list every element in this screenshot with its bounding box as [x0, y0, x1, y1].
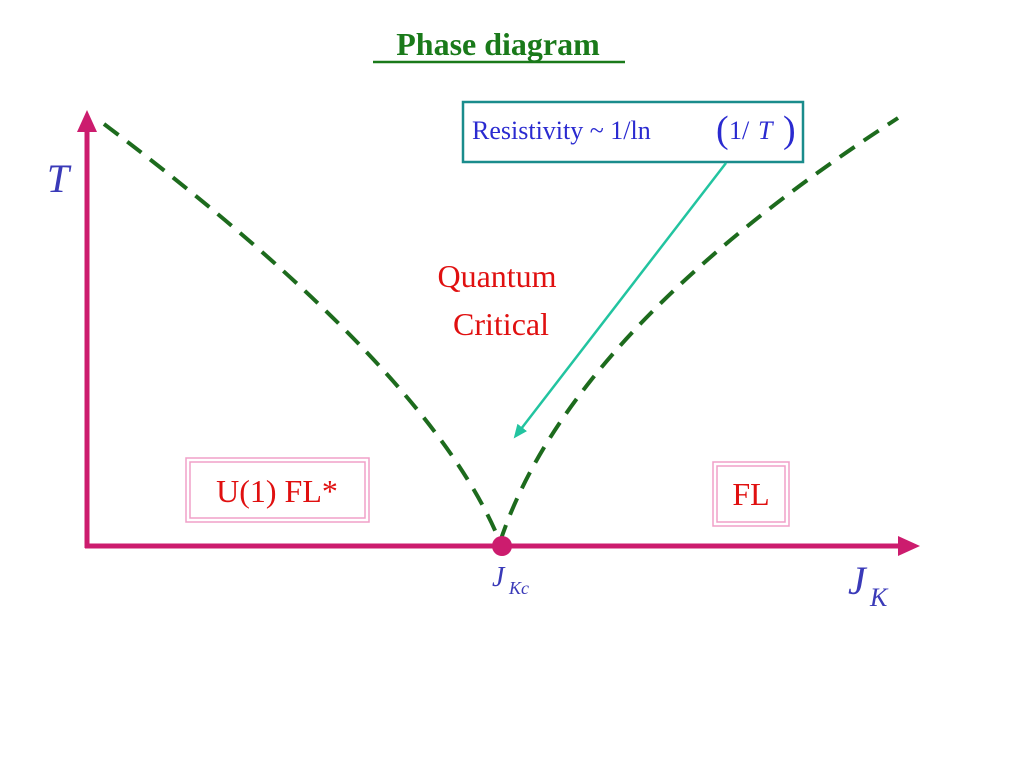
callout-arrow — [513, 162, 727, 439]
quantum-critical-line1: Quantum — [437, 258, 556, 294]
formula-open-paren: ( — [716, 109, 729, 151]
left-phase-box: U(1) FL* — [185, 457, 370, 523]
critical-label-main: J — [492, 562, 506, 593]
x-axis-label-main: J — [848, 558, 868, 603]
page-title: Phase diagram — [396, 26, 600, 62]
formula-prefix: Resistivity ~ 1/ln — [472, 116, 651, 145]
callout-box — [461, 100, 805, 164]
x-axis-label: J K — [848, 558, 889, 612]
left-phase-label: U(1) FL* — [216, 473, 338, 509]
y-axis-arrowhead — [77, 110, 97, 132]
critical-point — [492, 536, 512, 556]
critical-coupling-label: J Kc — [492, 562, 529, 598]
x-axis-label-sub: K — [869, 583, 889, 612]
resistivity-callout: Resistivity ~ 1/ln ( 1/ T ) — [461, 100, 805, 164]
quantum-critical-line2: Critical — [453, 306, 549, 342]
x-axis-arrowhead — [898, 536, 920, 556]
quantum-critical-label: Quantum Critical — [437, 258, 564, 342]
formula-close-paren: ) — [783, 109, 796, 151]
formula-arg-prefix: 1/ — [729, 116, 750, 145]
y-axis-label: T — [47, 156, 72, 201]
resistivity-formula: Resistivity ~ 1/ln ( 1/ T ) — [472, 109, 796, 151]
critical-label-sub: Kc — [508, 578, 529, 598]
left-crossover-curve — [102, 122, 502, 543]
right-crossover-curve — [498, 116, 900, 543]
right-phase-label: FL — [732, 476, 769, 512]
formula-arg-var: T — [758, 116, 774, 145]
right-phase-box: FL — [712, 461, 790, 527]
